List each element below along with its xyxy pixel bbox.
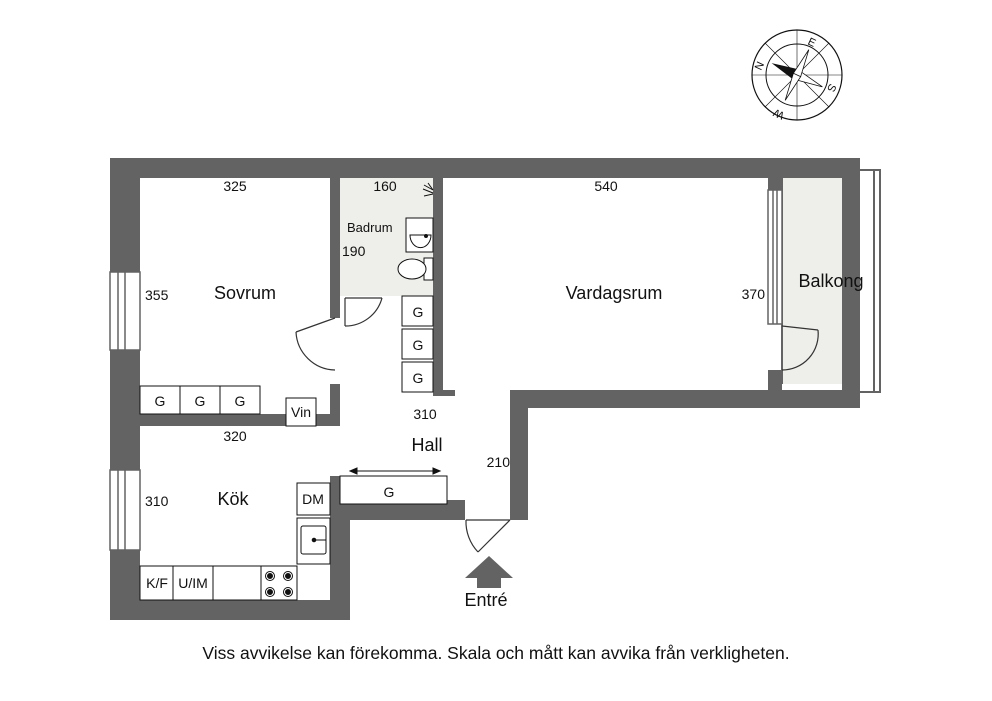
dim-living-depth: 370 <box>742 286 766 302</box>
wardrobe-label: G <box>413 337 424 353</box>
dim-living-width: 540 <box>594 178 618 194</box>
wardrobe-label: G <box>413 304 424 320</box>
dim-bathroom-depth: 190 <box>342 243 366 259</box>
entrance-label: Entré <box>464 590 507 610</box>
wardrobe-label: G <box>235 393 246 409</box>
room-label-bedroom: Sovrum <box>214 283 276 303</box>
wardrobe-label: G <box>195 393 206 409</box>
hall-wardrobes <box>339 295 448 505</box>
room-label-kitchen: Kök <box>217 489 249 509</box>
oven-microwave-label: U/IM <box>178 575 208 591</box>
shower-icon <box>422 182 434 197</box>
kitchen-units <box>139 482 331 601</box>
wine-cooler-label: Vin <box>291 404 311 420</box>
wardrobe-label: G <box>155 393 166 409</box>
disclaimer-text: Viss avvikelse kan förekomma. Skala och … <box>202 643 790 663</box>
dishwasher-label: DM <box>302 491 324 507</box>
wardrobe-arrow <box>348 467 442 475</box>
wardrobe-label: G <box>413 370 424 386</box>
bathroom-fixtures <box>397 182 434 281</box>
compass-s: S <box>824 82 838 94</box>
bedroom-wardrobes <box>139 385 317 427</box>
dim-bathroom-width: 160 <box>373 178 397 194</box>
compass-icon: N E S W <box>751 29 843 121</box>
dim-hall-width: 310 <box>413 406 437 422</box>
room-label-hall: Hall <box>411 435 442 455</box>
dim-kitchen-depth: 310 <box>145 493 169 509</box>
fridge-freezer-label: K/F <box>146 575 168 591</box>
dim-bedroom-width: 325 <box>223 178 247 194</box>
windows <box>109 189 783 551</box>
doors <box>295 297 819 553</box>
dim-bedroom-depth: 355 <box>145 287 169 303</box>
balcony-floor <box>782 178 842 384</box>
wardrobe-label: G <box>384 484 395 500</box>
dim-kitchen-width: 320 <box>223 428 247 444</box>
room-label-bathroom: Badrum <box>347 220 393 235</box>
room-label-balcony: Balkong <box>798 271 863 291</box>
dim-hall-depth: 210 <box>487 454 511 470</box>
room-label-living-room: Vardagsrum <box>566 283 663 303</box>
entrance-arrow-icon <box>465 556 513 588</box>
compass-e: E <box>806 36 818 50</box>
